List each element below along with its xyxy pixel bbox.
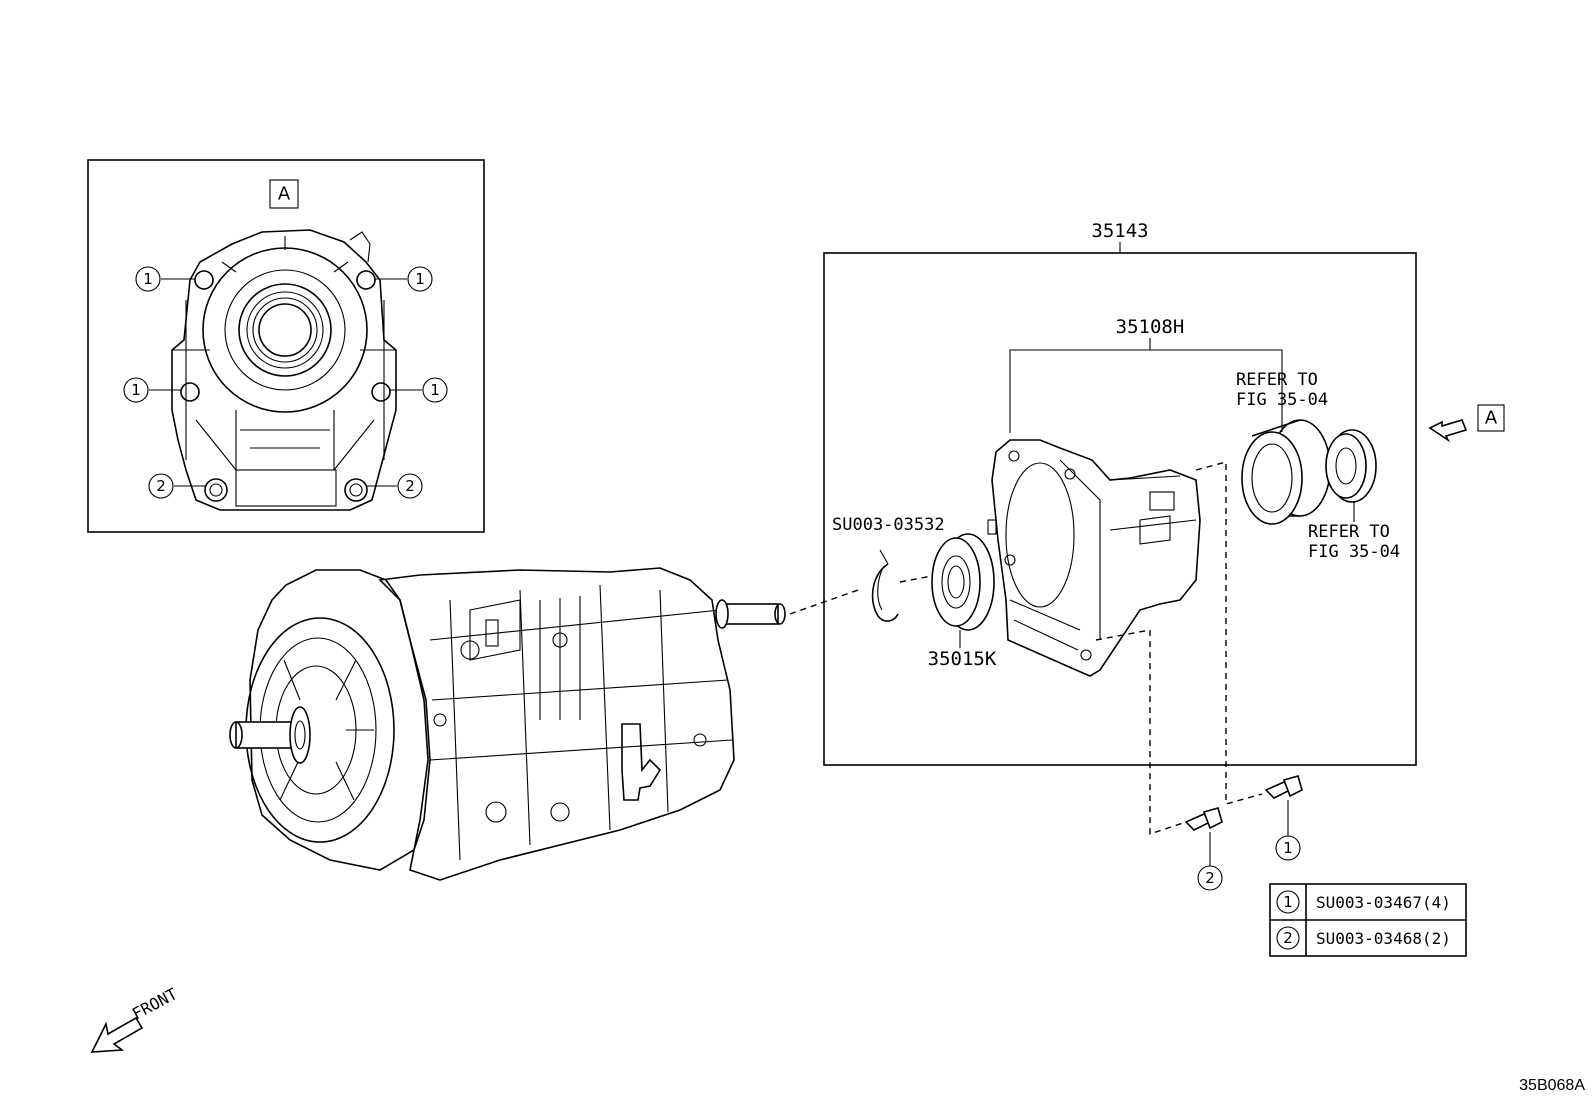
svg-text:2: 2 — [1283, 929, 1293, 947]
bolt-1: 1 — [1264, 775, 1303, 861]
snap-ring — [871, 549, 899, 622]
legend-row-1: 1 SU003-03467(4) — [1276, 890, 1451, 914]
inset-callout-1-top-right: 1 — [375, 266, 433, 292]
inset-callout-2-left: 2 — [148, 473, 205, 499]
svg-text:1: 1 — [415, 270, 425, 288]
refer-1-line2: FIG 35-04 — [1236, 390, 1328, 410]
inset-callout-1-mid-left: 1 — [123, 377, 181, 403]
refer-2-line1: REFER TO — [1308, 522, 1390, 542]
inset-view-a: A — [87, 159, 485, 533]
legend-part-2: SU003-03468(2) — [1316, 929, 1451, 948]
assembly-frame — [823, 252, 1417, 766]
front-label: FRONT — [129, 984, 181, 1024]
inset-callout-2-right: 2 — [367, 473, 423, 499]
housing-rear-view — [171, 229, 397, 511]
legend-part-1: SU003-03467(4) — [1316, 893, 1451, 912]
inset-callout-1-top-left: 1 — [135, 266, 195, 292]
inset-view-label-box — [269, 179, 299, 209]
svg-text:1: 1 — [143, 270, 153, 288]
view-arrow-label: A — [1485, 408, 1498, 429]
svg-text:2: 2 — [156, 477, 166, 495]
svg-text:2: 2 — [1205, 869, 1215, 887]
refer-2-line2: FIG 35-04 — [1308, 542, 1400, 562]
inset-view-label: A — [278, 184, 291, 205]
bolt-2: 2 — [1184, 807, 1223, 891]
assembly-35143: 35143 35108H SU003-03532 — [823, 220, 1417, 766]
front-indicator: FRONT — [90, 984, 181, 1053]
parts-legend: 1 SU003-03467(4) 2 SU003-03468(2) — [1269, 883, 1467, 957]
transmission-drawing — [229, 567, 786, 881]
svg-text:1: 1 — [131, 381, 141, 399]
assembly-label: 35143 — [1091, 220, 1148, 242]
svg-text:1: 1 — [430, 381, 440, 399]
inset-callout-1-mid-right: 1 — [390, 377, 448, 403]
svg-text:2: 2 — [405, 477, 415, 495]
oil-seal-part — [1325, 429, 1377, 503]
bearing-label: 35015K — [928, 648, 997, 670]
assembly-dashed-lines — [789, 461, 1263, 835]
sleeve-part — [1241, 419, 1331, 525]
view-arrow-a: A — [1428, 404, 1505, 443]
legend-row-2: 2 SU003-03468(2) — [1276, 926, 1451, 950]
refer-1-line1: REFER TO — [1236, 370, 1318, 390]
svg-text:1: 1 — [1283, 839, 1293, 857]
svg-text:1: 1 — [1283, 893, 1293, 911]
bearing — [931, 533, 995, 631]
extension-housing — [987, 439, 1201, 677]
housing-label: 35108H — [1116, 316, 1185, 338]
figure-id: 35B068A — [1519, 1077, 1585, 1094]
snap-ring-label: SU003-03532 — [832, 515, 945, 535]
inset-frame — [87, 159, 485, 533]
